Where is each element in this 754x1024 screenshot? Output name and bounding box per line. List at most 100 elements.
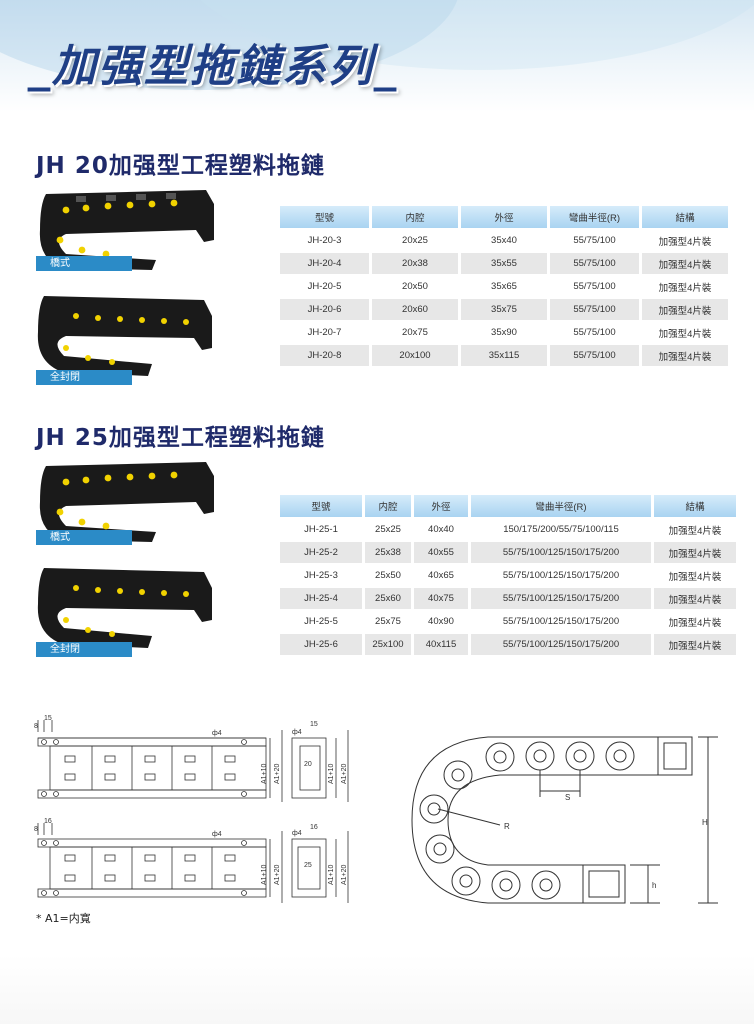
cell-inner: 20x38 [372,253,458,274]
dim-a1-10: A1+10 [261,864,268,885]
technical-drawing-jh20: 8 15 ф4 ф4 15 20 A1+10 A1+20 A1+10 A1+20 [34,715,349,802]
cell-model: JH-25-2 [280,542,362,563]
cell-structure: 加强型4片裝 [654,542,736,563]
dim-pitch: 15 [310,721,318,728]
dim-h-small: h [652,881,656,890]
tag-bridge: 橋式 [36,256,132,271]
col-header: 彎曲半徑(R) [471,495,651,517]
cell-inner: 20x25 [372,230,458,251]
cell-inner: 25x75 [365,611,411,632]
col-header: 外徑 [414,495,468,517]
cell-structure: 加强型4片裝 [654,519,736,540]
cell-inner: 20x100 [372,345,458,366]
dim-a1-10: A1+10 [328,864,335,885]
footnote: * A1=内寬 [36,912,91,925]
cell-outer: 40x55 [414,542,468,563]
bending-diagram: S R H h [411,736,718,904]
cell-model: JH-25-3 [280,565,362,586]
cell-structure: 加强型4片裝 [642,230,728,251]
dim-hole: ф4 [292,830,302,837]
cell-inner: 25x25 [365,519,411,540]
cell-structure: 加强型4片裝 [642,322,728,343]
cell-model: JH-20-8 [280,345,369,366]
col-header: 結構 [654,495,736,517]
cell-structure: 加强型4片裝 [654,588,736,609]
header-banner: _加强型拖鏈系列_ [0,0,754,112]
page-title: _加强型拖鏈系列_ [28,41,398,92]
cell-model: JH-25-5 [280,611,362,632]
section-title-jh20: JH 20加强型工程塑料拖鏈 [36,153,325,179]
cell-radius: 55/75/100/125/150/175/200 [471,611,651,632]
cell-outer: 35x90 [461,322,547,343]
cell-radius: 55/75/100 [550,230,639,251]
col-header: 外徑 [461,206,547,228]
dim-a1-10: A1+10 [261,763,268,784]
cell-inner: 20x50 [372,276,458,297]
cell-outer: 40x90 [414,611,468,632]
cell-inner: 20x75 [372,322,458,343]
cell-outer: 40x115 [414,634,468,655]
cell-structure: 加强型4片裝 [654,565,736,586]
technical-drawing-jh25: 8 16 ф4 ф4 16 25 A1+10 A1+20 A1+10 A1+20 [34,818,349,903]
dim-pitch: 16 [44,818,52,825]
cell-inner: 25x50 [365,565,411,586]
cell-radius: 55/75/100 [550,299,639,320]
chain-image-closed-jh20 [37,296,212,376]
cell-structure: 加强型4片裝 [654,611,736,632]
col-header: 彎曲半徑(R) [550,206,639,228]
dim-r: R [504,822,510,831]
col-header: 型號 [280,495,362,517]
cell-inner: 20x60 [372,299,458,320]
tag-bridge: 橋式 [36,530,132,545]
col-header: 内腔 [365,495,411,517]
cell-model: JH-20-3 [280,230,369,251]
cell-outer: 40x65 [414,565,468,586]
dim-s: S [565,793,570,802]
cell-structure: 加强型4片裝 [642,299,728,320]
dim-pitch: 15 [44,715,52,722]
dim-hole: ф4 [292,729,302,736]
dim-hole: ф4 [212,730,222,737]
cell-inner: 25x38 [365,542,411,563]
dim-a1-20: A1+20 [341,763,348,784]
cell-radius: 55/75/100 [550,253,639,274]
tag-closed: 全封閉 [36,642,132,657]
cell-radius: 150/175/200/55/75/100/115 [471,519,651,540]
dim-a1-20: A1+20 [341,864,348,885]
chain-image-closed-jh25 [37,568,212,648]
cell-structure: 加强型4片裝 [654,634,736,655]
cell-radius: 55/75/100/125/150/175/200 [471,565,651,586]
cell-outer: 35x65 [461,276,547,297]
cell-radius: 55/75/100 [550,322,639,343]
cell-outer: 35x40 [461,230,547,251]
cell-model: JH-20-4 [280,253,369,274]
cell-outer: 40x75 [414,588,468,609]
cell-outer: 35x55 [461,253,547,274]
dim-a1-20: A1+20 [274,864,281,885]
dim-a1-10: A1+10 [328,763,335,784]
cell-structure: 加强型4片裝 [642,276,728,297]
cell-model: JH-20-7 [280,322,369,343]
dim-inner: 25 [304,862,312,869]
cell-outer: 35x75 [461,299,547,320]
tag-closed: 全封閉 [36,370,132,385]
cell-radius: 55/75/100 [550,276,639,297]
dim-inner: 20 [304,761,312,768]
table-header-row: 型號 内腔 外徑 彎曲半徑(R) 結構 [280,495,736,517]
cell-inner: 25x60 [365,588,411,609]
cell-radius: 55/75/100/125/150/175/200 [471,588,651,609]
cell-model: JH-20-6 [280,299,369,320]
footer-band [0,955,754,1024]
col-header: 型號 [280,206,369,228]
